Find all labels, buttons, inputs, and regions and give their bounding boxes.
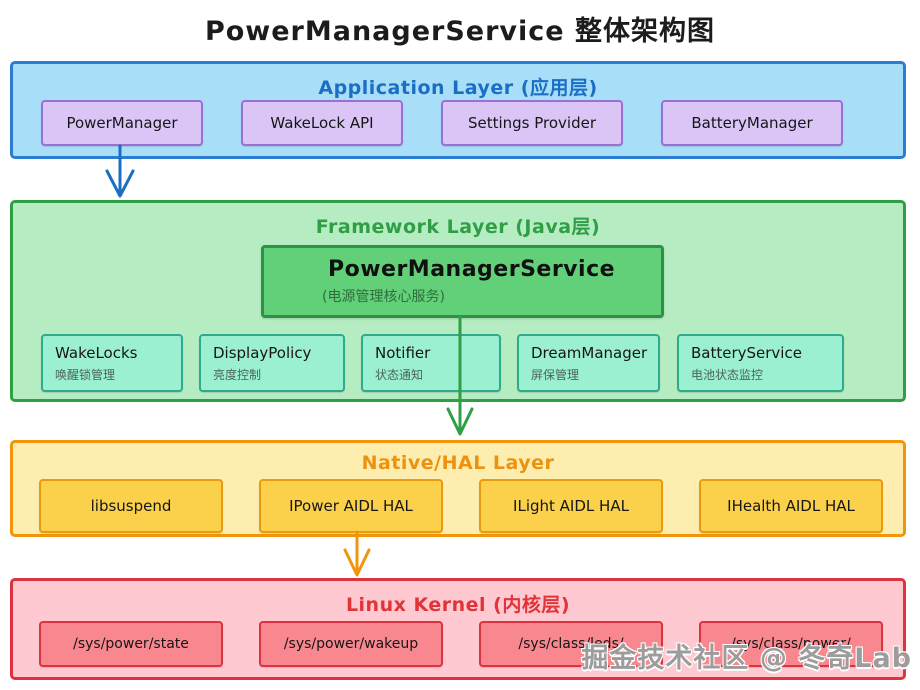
node-batteryservice: BatteryService 电池状态监控 [677,334,844,392]
node-wakelocks: WakeLocks 唤醒锁管理 [41,334,183,392]
node-sys-power-wakeup: /sys/power/wakeup [259,621,443,667]
node-notifier-label: Notifier [375,343,431,362]
diagram-title: PowerManagerService 整体架构图 [204,16,716,47]
layer-native-hal: Native/HAL Layer libsuspend IPower AIDL … [10,440,906,537]
layer-framework-title: Framework Layer (Java层) [315,216,601,238]
layer-framework: Framework Layer (Java层) PowerManagerServ… [10,200,906,402]
node-powermanagerservice-label: PowerManagerService [327,257,616,282]
node-displaypolicy-sublabel: 亮度控制 [213,367,262,382]
layer-linux-kernel: Linux Kernel (内核层) /sys/power/state /sys… [10,578,906,680]
node-libsuspend: libsuspend [39,479,223,533]
node-sys-class-power: /sys/class/power/ [699,621,883,667]
node-wakelocks-sublabel: 唤醒锁管理 [55,367,116,382]
node-dreammanager-label: DreamManager [531,343,648,362]
layer-application: Application Layer (应用层) PowerManager Wak… [10,61,906,159]
node-powermanagerservice: PowerManagerService (电源管理核心服务) [261,245,664,318]
arrow-native-to-kernel-icon [343,530,371,577]
layer-application-title: Application Layer (应用层) [318,77,598,99]
node-wakelock-api: WakeLock API [241,100,403,146]
node-batteryservice-sublabel: 电池状态监控 [691,367,764,382]
node-ilight-aidl-hal: ILight AIDL HAL [479,479,663,533]
node-ihealth-aidl-hal: IHealth AIDL HAL [699,479,883,533]
node-notifier-sublabel: 状态通知 [375,367,424,382]
node-sys-class-leds: /sys/class/leds/ [479,621,663,667]
node-ipower-aidl-hal: IPower AIDL HAL [259,479,443,533]
node-powermanagerservice-sublabel: (电源管理核心服务) [322,289,445,305]
layer-linux-kernel-title: Linux Kernel (内核层) [345,594,571,616]
layer-native-hal-title: Native/HAL Layer [361,452,555,474]
node-dreammanager-sublabel: 屏保管理 [531,367,580,382]
node-dreammanager: DreamManager 屏保管理 [517,334,660,392]
node-notifier: Notifier 状态通知 [361,334,501,392]
node-batterymanager: BatteryManager [661,100,843,146]
node-settings-provider: Settings Provider [441,100,623,146]
node-wakelocks-label: WakeLocks [55,343,138,362]
node-batteryservice-label: BatteryService [691,343,802,362]
node-displaypolicy-label: DisplayPolicy [213,343,312,362]
node-powermanager: PowerManager [41,100,203,146]
node-displaypolicy: DisplayPolicy 亮度控制 [199,334,345,392]
watermark: 掘金技术社区 @ 冬奇Lab [581,643,912,674]
node-sys-power-state: /sys/power/state [39,621,223,667]
